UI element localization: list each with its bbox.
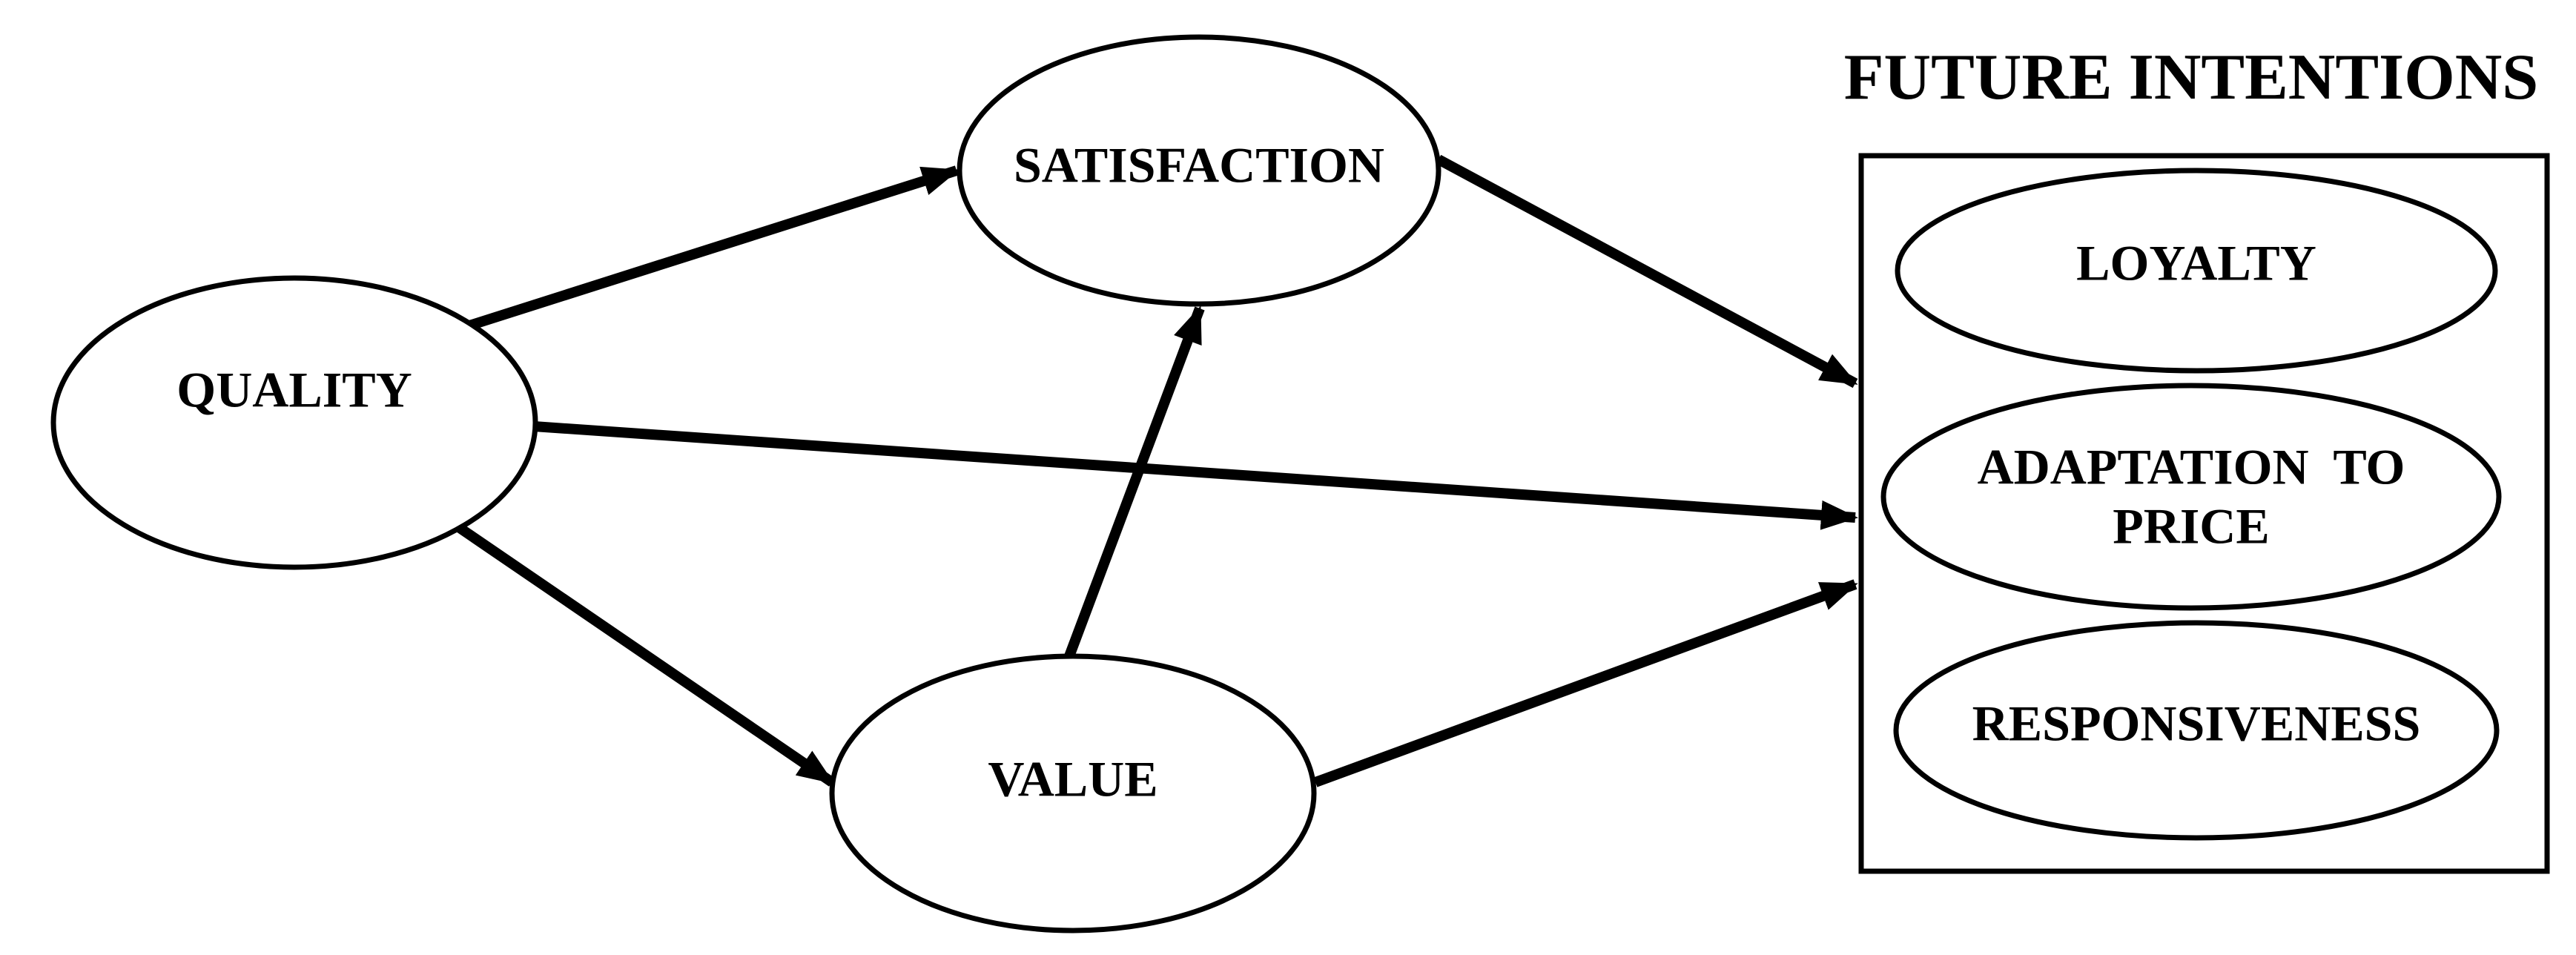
responsiveness-ellipse [1893, 620, 2500, 841]
future-intentions-box [1858, 153, 2550, 874]
adaptation-label-line1: ADAPTATION TO [1978, 439, 2405, 495]
future-intentions-group: FUTURE INTENTIONS LOYALTY ADAPTATION TO … [1844, 42, 2550, 874]
future-intentions-title: FUTURE INTENTIONS [1844, 42, 2538, 113]
edge-quality-to-value [457, 523, 835, 787]
quality-label: QUALITY [176, 362, 412, 418]
node-responsiveness: RESPONSIVENESS [1893, 620, 2500, 841]
adaptation-label-line2: PRICE [2113, 498, 2270, 555]
loyalty-ellipse [1895, 168, 2498, 374]
adaptation-ellipse [1880, 383, 2502, 611]
edges [457, 154, 1858, 787]
node-value: VALUE [829, 653, 1317, 933]
value-ellipse [829, 653, 1317, 933]
edge-value-to-satisfaction [1064, 305, 1205, 658]
node-adaptation-to-price: ADAPTATION TO PRICE [1880, 383, 2502, 611]
node-quality: QUALITY [50, 275, 538, 570]
satisfaction-label: SATISFACTION [1014, 137, 1384, 194]
satisfaction-ellipse [957, 34, 1441, 307]
quality-ellipse [50, 275, 538, 570]
node-satisfaction: SATISFACTION [957, 34, 1441, 307]
edge-quality-to-satisfaction [465, 165, 960, 331]
loyalty-label: LOYALTY [2076, 235, 2316, 291]
edge-value-to-future-intentions [1313, 579, 1858, 787]
edge-satisfaction-to-future-intentions [1436, 154, 1858, 389]
value-label: VALUE [988, 751, 1157, 807]
node-loyalty: LOYALTY [1895, 168, 2498, 374]
edge-quality-to-future-intentions [533, 421, 1858, 530]
responsiveness-label: RESPONSIVENESS [1972, 695, 2421, 752]
